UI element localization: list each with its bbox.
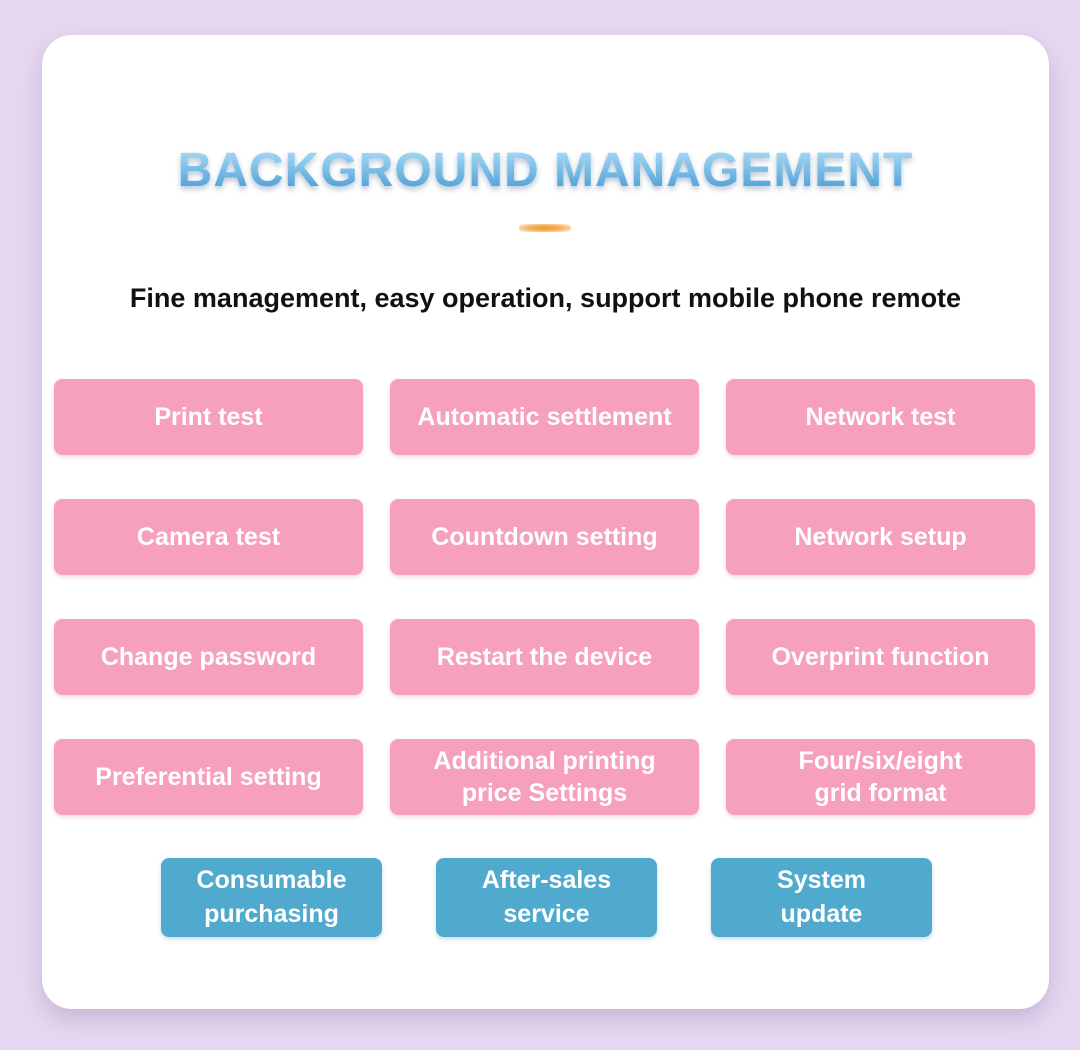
automatic-settlement-button[interactable]: Automatic settlement xyxy=(390,379,699,455)
system-update-button[interactable]: System update xyxy=(711,858,932,937)
change-password-button[interactable]: Change password xyxy=(54,619,363,695)
page-title: BACKGROUND MANAGEMENT xyxy=(42,143,1049,198)
countdown-setting-button[interactable]: Countdown setting xyxy=(390,499,699,575)
network-test-button[interactable]: Network test xyxy=(726,379,1035,455)
accent-divider xyxy=(519,224,571,232)
print-test-button[interactable]: Print test xyxy=(54,379,363,455)
overprint-function-button[interactable]: Overprint function xyxy=(726,619,1035,695)
content-card: BACKGROUND MANAGEMENT Fine management, e… xyxy=(42,35,1049,1009)
preferential-setting-button[interactable]: Preferential setting xyxy=(54,739,363,815)
restart-device-button[interactable]: Restart the device xyxy=(390,619,699,695)
page-subtitle: Fine management, easy operation, support… xyxy=(129,283,962,313)
service-row: Consumable purchasing After-sales servic… xyxy=(161,858,932,937)
camera-test-button[interactable]: Camera test xyxy=(54,499,363,575)
feature-grid: Print test Automatic settlement Network … xyxy=(54,379,1036,815)
additional-printing-price-button[interactable]: Additional printing price Settings xyxy=(390,739,699,815)
consumable-purchasing-button[interactable]: Consumable purchasing xyxy=(161,858,382,937)
after-sales-service-button[interactable]: After-sales service xyxy=(436,858,657,937)
grid-format-button[interactable]: Four/six/eight grid format xyxy=(726,739,1035,815)
network-setup-button[interactable]: Network setup xyxy=(726,499,1035,575)
